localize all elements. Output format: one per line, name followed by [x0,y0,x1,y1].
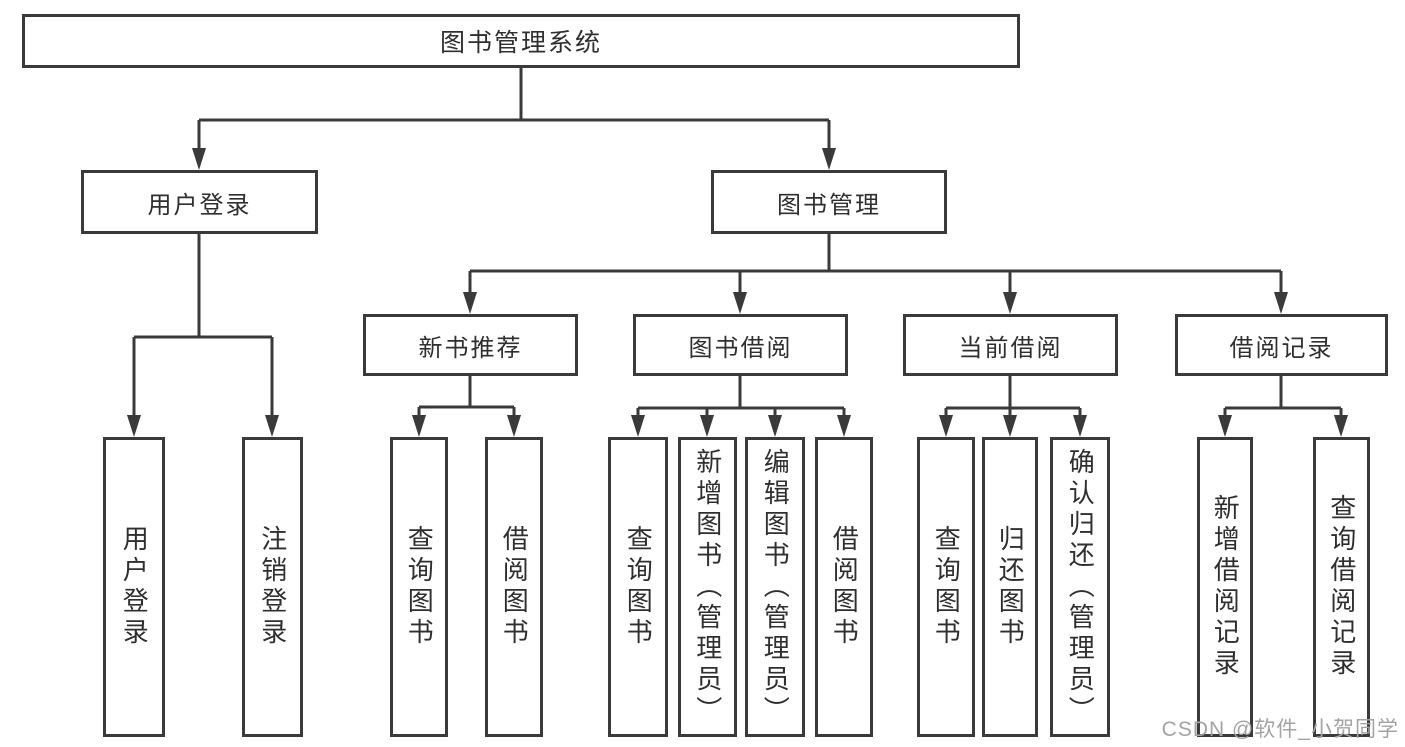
leaf-user-login-label: 用户登录 [119,525,150,649]
node-user-login: 用户登录 [81,170,318,234]
leaf-current-return-books: 归还图书 [982,437,1038,737]
leaf-borrow-borrow-books: 借阅图书 [815,437,873,737]
leaf-borrow-borrow-books-label: 借阅图书 [829,525,860,649]
leaf-recommend-query-books-label: 查询图书 [404,525,435,649]
leaf-records-add-record: 新增借阅记录 [1197,437,1253,737]
leaf-records-query-record-label: 查询借阅记录 [1326,494,1357,680]
leaf-borrow-add-books-admin-label: 新增图书（管理员） [692,447,723,727]
leaf-borrow-edit-books-admin-label: 编辑图书（管理员） [760,447,791,727]
node-new-book-recommend: 新书推荐 [363,314,578,376]
node-book-borrowing: 图书借阅 [633,314,848,376]
leaf-current-query-books: 查询图书 [917,437,975,737]
leaf-current-confirm-return-admin: 确认归还（管理员） [1050,437,1110,737]
node-current-borrowing-label: 当前借阅 [958,334,1063,362]
node-book-management: 图书管理 [711,170,947,234]
leaf-recommend-borrow-books-label: 借阅图书 [499,525,530,649]
leaf-records-query-record: 查询借阅记录 [1313,437,1370,737]
node-root-label: 图书管理系统 [439,29,602,57]
leaf-user-login: 用户登录 [103,437,165,737]
connector-current-to-leaves [944,376,1082,420]
leaf-logout: 注销登录 [242,437,303,737]
node-book-borrowing-label: 图书借阅 [688,334,793,362]
leaf-recommend-query-books: 查询图书 [390,437,448,737]
watermark: CSDN @软件_小贺同学 [1161,718,1399,741]
node-book-management-label: 图书管理 [777,191,881,219]
leaf-borrow-add-books-admin: 新增图书（管理员） [678,437,737,737]
connector-root-to-level2 [197,68,831,152]
connector-bookmgmt-to-level3 [468,234,1283,296]
connector-records-to-leaves [1223,376,1343,420]
node-borrowing-records: 借阅记录 [1175,314,1388,376]
leaf-borrow-edit-books-admin: 编辑图书（管理员） [745,437,805,737]
node-user-login-label: 用户登录 [147,191,252,219]
leaf-borrow-query-books-label: 查询图书 [623,525,654,649]
node-current-borrowing: 当前借阅 [903,314,1118,376]
leaf-records-add-record-label: 新增借阅记录 [1210,494,1241,680]
leaf-borrow-query-books: 查询图书 [608,437,668,737]
leaf-recommend-borrow-books: 借阅图书 [485,437,543,737]
arrowheads [127,148,1348,437]
connector-userlogin-to-leaves [132,234,274,420]
connector-borrowing-to-leaves [636,376,846,420]
leaf-current-query-books-label: 查询图书 [931,525,962,649]
leaf-current-confirm-return-admin-label: 确认归还（管理员） [1065,447,1096,727]
node-borrowing-records-label: 借阅记录 [1229,334,1334,362]
node-new-book-recommend-label: 新书推荐 [418,334,523,362]
connector-recommend-to-leaves [417,376,516,420]
leaf-current-return-books-label: 归还图书 [995,525,1026,649]
leaf-logout-label: 注销登录 [257,525,288,649]
node-root: 图书管理系统 [22,14,1020,68]
